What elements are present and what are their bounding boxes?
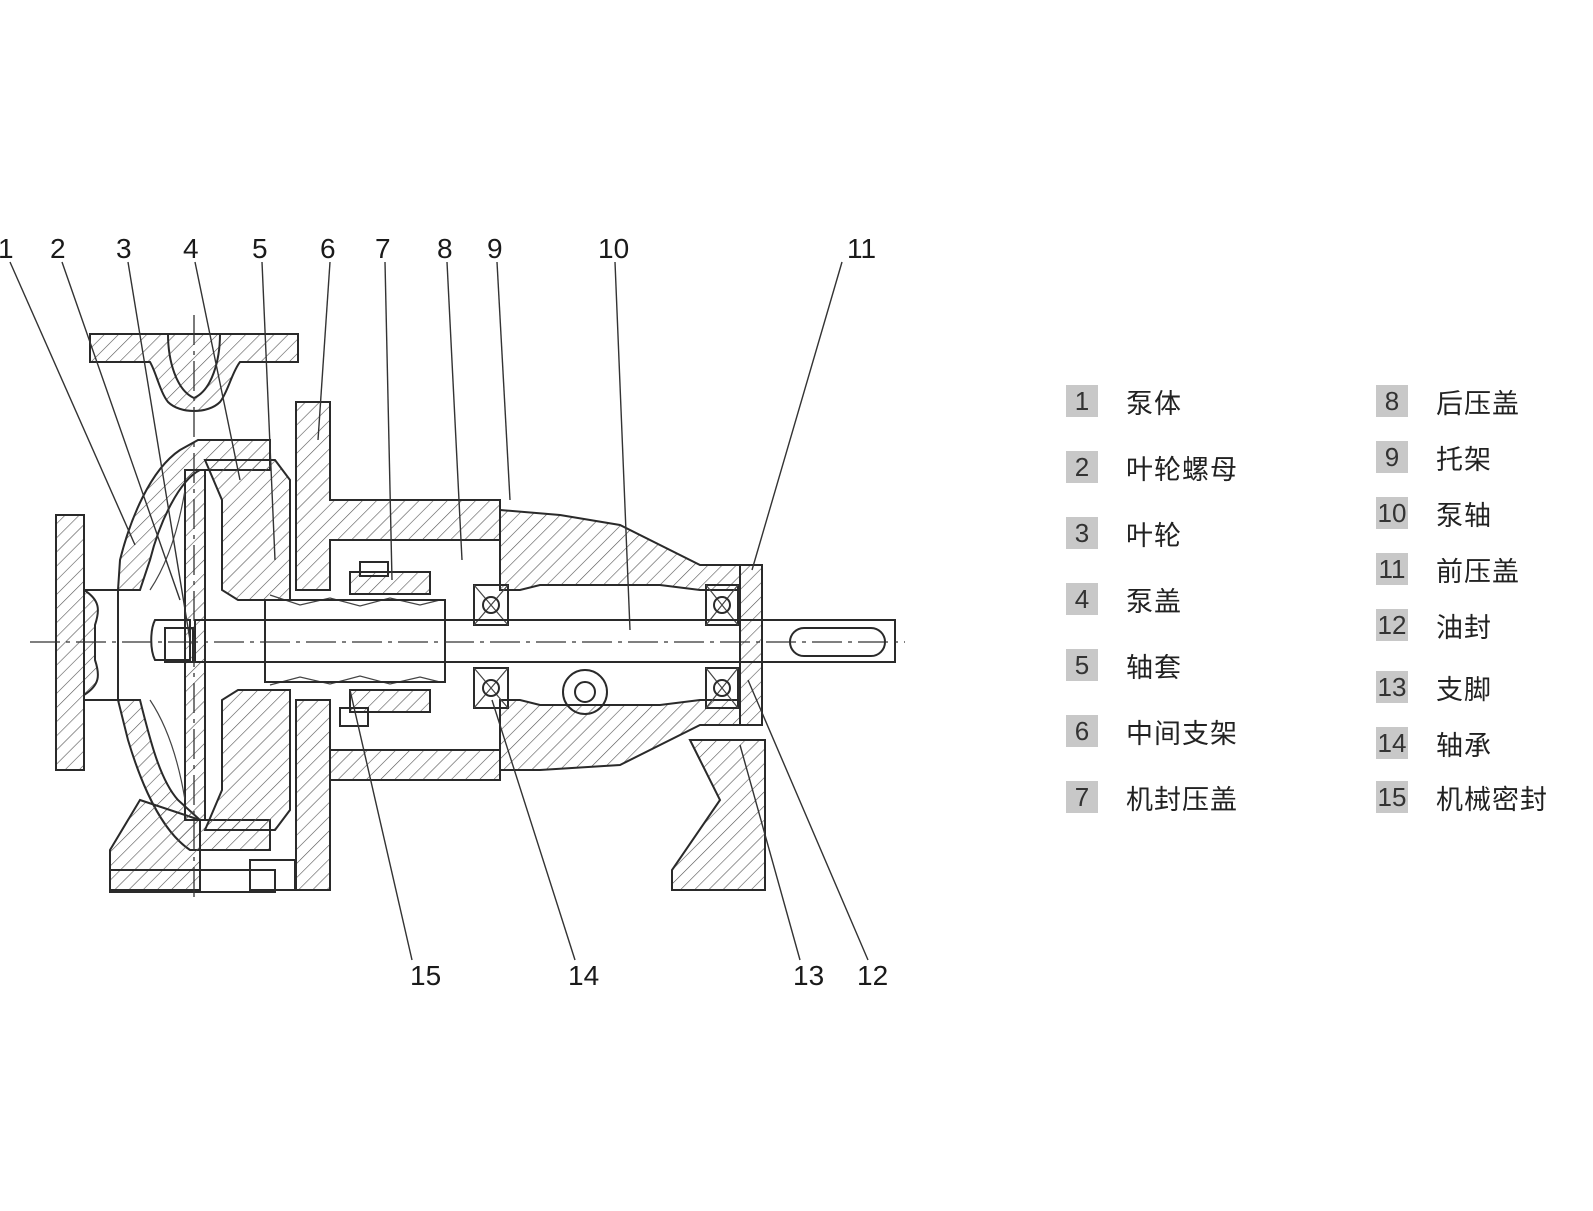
legend-item: 5 轴套 — [1066, 648, 1182, 684]
legend-item: 6 中间支架 — [1066, 714, 1238, 750]
callout-9: 9 — [487, 233, 503, 264]
callout-6: 6 — [320, 233, 336, 264]
legend-label: 后压盖 — [1436, 388, 1520, 420]
callout-15: 15 — [410, 960, 441, 991]
callout-5: 5 — [252, 233, 268, 264]
legend-item: 9 托架 — [1376, 440, 1492, 476]
legend-number: 2 — [1066, 451, 1098, 483]
callout-7: 7 — [375, 233, 391, 264]
callout-10: 10 — [598, 233, 629, 264]
legend-label: 机封压盖 — [1126, 784, 1238, 816]
legend-number: 1 — [1066, 385, 1098, 417]
legend-number: 13 — [1376, 671, 1408, 703]
legend-label: 中间支架 — [1126, 718, 1238, 750]
legend-item: 8 后压盖 — [1376, 384, 1520, 420]
pump-cover-drawing — [203, 459, 291, 831]
legend-number: 5 — [1066, 649, 1098, 681]
legend-item: 4 泵盖 — [1066, 582, 1182, 618]
callout-11: 11 — [847, 233, 876, 264]
legend-number: 12 — [1376, 609, 1408, 641]
legend-label: 泵体 — [1126, 388, 1182, 420]
callout-2: 2 — [50, 233, 66, 264]
callout-3: 3 — [116, 233, 132, 264]
shaft-drawing — [30, 315, 905, 900]
mechanical-seal-drawing — [269, 561, 441, 727]
legend-item: 10 泵轴 — [1376, 496, 1492, 532]
callout-4: 4 — [183, 233, 199, 264]
bearing-bracket-drawing — [499, 508, 766, 891]
parts-legend: 1 泵体 2 叶轮螺母 3 叶轮 4 泵盖 5 轴套 6 中间支架 7 机封压盖… — [1066, 380, 1586, 820]
legend-label: 前压盖 — [1436, 556, 1520, 588]
legend-label: 托架 — [1436, 444, 1492, 476]
bearings-drawing — [473, 584, 739, 709]
callout-14: 14 — [568, 960, 599, 991]
legend-number: 10 — [1376, 497, 1408, 529]
legend-number: 14 — [1376, 727, 1408, 759]
legend-item: 3 叶轮 — [1066, 516, 1182, 552]
legend-number: 6 — [1066, 715, 1098, 747]
legend-item: 12 油封 — [1376, 608, 1492, 644]
legend-label: 叶轮螺母 — [1126, 454, 1238, 486]
legend-label: 轴承 — [1436, 730, 1492, 762]
legend-item: 1 泵体 — [1066, 384, 1182, 420]
legend-label: 叶轮 — [1126, 520, 1182, 552]
legend-number: 15 — [1376, 781, 1408, 813]
legend-number: 4 — [1066, 583, 1098, 615]
legend-item: 11 前压盖 — [1376, 552, 1520, 588]
legend-number: 8 — [1376, 385, 1408, 417]
legend-item: 14 轴承 — [1376, 726, 1492, 762]
callout-numbers: 1 2 3 4 5 6 7 8 9 10 11 15 14 13 12 — [0, 233, 888, 991]
legend-label: 轴套 — [1126, 652, 1182, 684]
legend-item: 15 机械密封 — [1376, 780, 1548, 816]
callout-12: 12 — [857, 960, 888, 991]
legend-number: 3 — [1066, 517, 1098, 549]
legend-number: 9 — [1376, 441, 1408, 473]
callout-1: 1 — [0, 233, 14, 264]
legend-label: 泵盖 — [1126, 586, 1182, 618]
callout-13: 13 — [793, 960, 824, 991]
callout-8: 8 — [437, 233, 453, 264]
legend-number: 7 — [1066, 781, 1098, 813]
legend-number: 11 — [1376, 553, 1408, 585]
legend-label: 泵轴 — [1436, 500, 1492, 532]
legend-item: 13 支脚 — [1376, 670, 1492, 706]
legend-item: 7 机封压盖 — [1066, 780, 1238, 816]
legend-item: 2 叶轮螺母 — [1066, 450, 1238, 486]
legend-label: 油封 — [1436, 612, 1492, 644]
legend-label: 支脚 — [1436, 674, 1492, 706]
legend-label: 机械密封 — [1436, 784, 1548, 816]
leader-lines — [9, 261, 869, 961]
